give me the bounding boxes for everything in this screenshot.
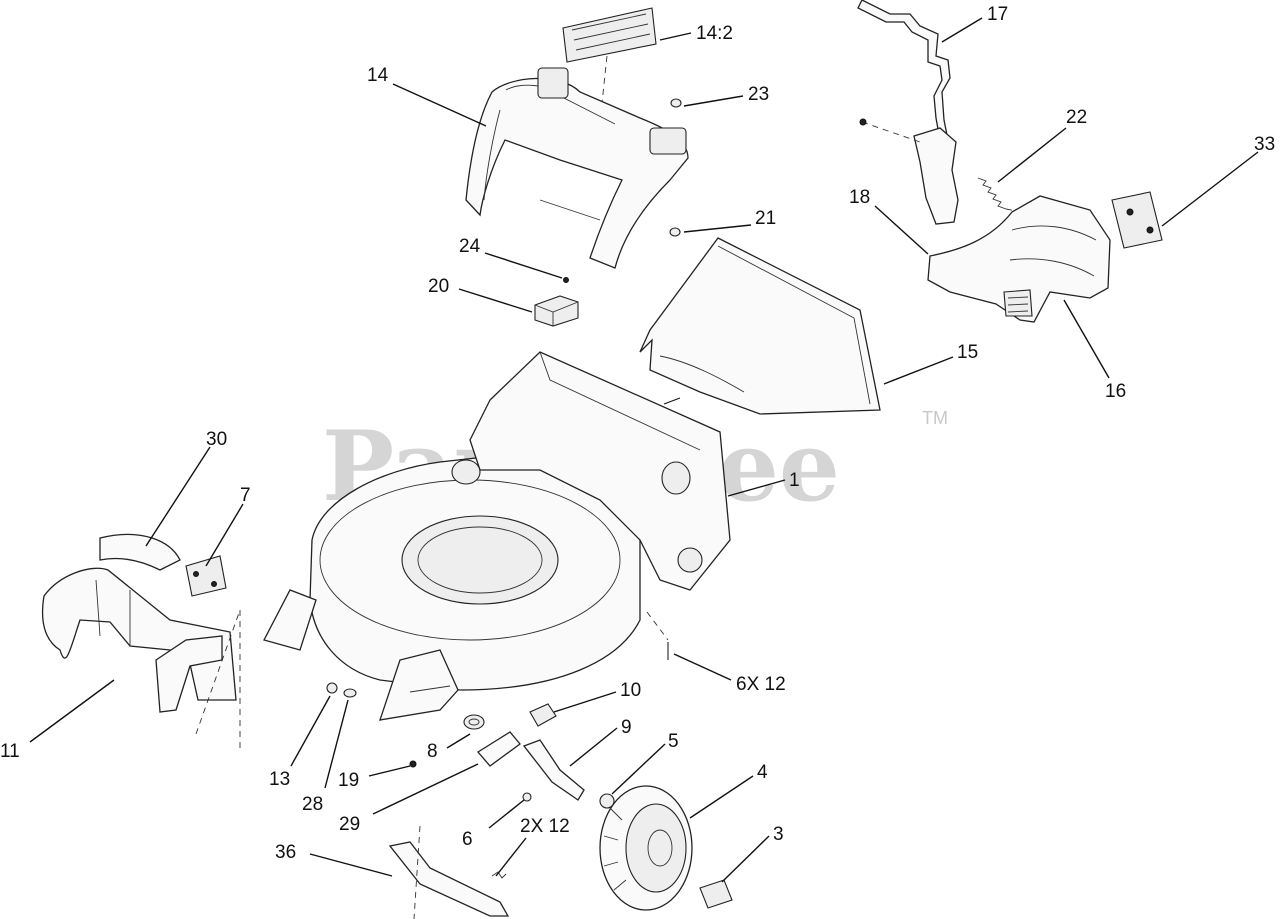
callout-3: 3 [773,824,784,845]
callout-labels: 17 14:2 14 23 22 33 18 21 24 20 15 16 30… [0,4,1275,863]
rear-chute-part [639,237,881,415]
callout-29: 29 [339,814,360,835]
callout-16: 16 [1105,381,1126,402]
watermark-trademark: TM [922,408,948,428]
callout-30: 30 [206,429,227,450]
height-adjuster-parts [326,682,615,809]
callout-7: 7 [240,485,251,506]
screw-24-part [563,277,569,283]
callout-11: 11 [0,741,20,762]
callout-9: 9 [621,717,632,738]
callout-15: 15 [957,342,978,363]
callout-24: 24 [459,236,481,257]
callout-4: 4 [757,762,768,783]
wheel-part [599,785,693,911]
decal-part [562,7,657,151]
callout-20: 20 [428,276,449,297]
callout-28: 28 [302,794,323,815]
blade-part [388,825,510,919]
upper-cover-part [465,67,689,269]
callout-6x12: 6X 12 [736,674,786,695]
callout-33: 33 [1254,134,1275,155]
callout-19: 19 [338,770,359,791]
callout-2x12: 2X 12 [520,816,570,837]
callout-1: 1 [789,470,800,491]
callout-36: 36 [275,842,296,863]
callout-23: 23 [748,84,769,105]
block-part [534,295,579,327]
callout-21: 21 [755,208,776,229]
nut-part [670,98,682,108]
callout-13: 13 [269,769,290,790]
handle-bracket-part [859,118,1031,225]
callout-22: 22 [1066,107,1087,128]
callout-10: 10 [620,680,641,701]
callout-14: 14 [367,65,389,86]
callout-14-2: 14:2 [696,23,733,44]
callout-17: 17 [987,4,1008,25]
mower-deck-part [263,351,731,721]
callout-18: 18 [849,187,870,208]
handle-grip-part [927,195,1111,323]
control-bar-part [857,0,951,141]
callout-5: 5 [668,731,679,752]
front-guard-part [41,533,241,748]
callout-8: 8 [427,741,438,762]
switch-plate-part [1111,191,1163,249]
leader-lines [29,17,1259,883]
callout-6: 6 [462,829,473,850]
nut-21-part [669,227,681,237]
wheel-bolt-part [699,879,733,909]
